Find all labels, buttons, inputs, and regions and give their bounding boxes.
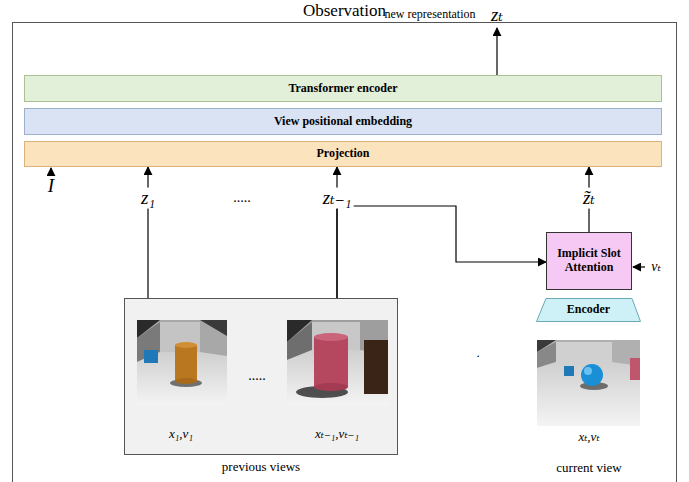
ellipsis: .....	[233, 190, 251, 205]
scene-image	[537, 340, 640, 426]
scene-image	[287, 320, 388, 405]
view-label: x₁,v₁	[169, 427, 193, 441]
box-label: View positional embedding	[270, 115, 416, 129]
panel-fill	[124, 298, 398, 455]
encoder-trapezoid: Encoder	[536, 298, 641, 322]
dot-mark: .	[476, 346, 479, 360]
transformer-band: Transformer encoder	[24, 75, 662, 102]
symbol-label: z̃ₜ	[581, 188, 597, 209]
output-arrow	[496, 28, 497, 75]
caption-text: current view	[556, 461, 621, 475]
view-label: xₜ₋₁,vₜ₋₁	[315, 427, 359, 441]
outer-frame: ObservationTransformer encoderView posit…	[12, 22, 677, 482]
connector-arrow	[337, 206, 546, 298]
scene-image	[137, 320, 227, 405]
projection-band: Projection	[24, 141, 662, 167]
box-label: Implicit Slot Attention	[547, 247, 631, 275]
view-label: xₜ,vₜ	[578, 430, 599, 444]
caption-text: new representation	[385, 8, 476, 21]
symbol-label: zₜ	[491, 5, 503, 26]
symbol-label: z₁	[139, 188, 157, 209]
symbol-label: vₜ	[651, 259, 661, 274]
box-label: Projection	[312, 147, 373, 161]
embedding-band: View positional embedding	[24, 108, 662, 135]
attention-box: Implicit Slot Attention	[546, 232, 632, 290]
input-arrow	[633, 266, 645, 267]
box-label: Transformer encoder	[284, 82, 401, 96]
panel-heading: previous views	[125, 459, 397, 475]
frame-title: Observation	[13, 1, 676, 21]
symbol-label: zₜ₋₁	[321, 188, 354, 209]
symbol-label: I	[48, 176, 54, 197]
ellipsis: .....	[248, 368, 266, 383]
box-label: Encoder	[563, 303, 614, 317]
